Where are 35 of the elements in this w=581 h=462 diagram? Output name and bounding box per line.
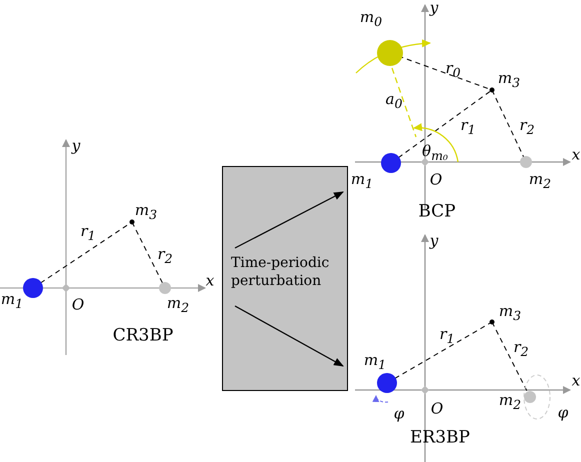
mass-label: m$_{2}$ <box>528 172 552 190</box>
mass-label: m$_{1}$ <box>350 172 374 190</box>
mass-label: m$_{3}$ <box>498 304 522 322</box>
distance-label: r$_{2}$ <box>513 340 529 358</box>
angle-label: φ <box>394 406 404 422</box>
mass-label: m$_{1}$ <box>364 352 386 372</box>
axis-label: x <box>572 374 580 388</box>
origin-label: O <box>430 402 444 416</box>
axis-label: y <box>430 234 438 248</box>
axis-label: y <box>430 0 438 16</box>
perturbation-box <box>222 166 348 391</box>
mass-label: m$_{3}$ <box>498 70 520 90</box>
axis-label: y <box>72 138 80 154</box>
axis-label: x <box>206 274 214 288</box>
mass-label: m$_{2}$ <box>166 296 190 314</box>
mass-label: m$_{1}$ <box>0 292 24 310</box>
model-label: BCP <box>418 204 456 220</box>
angle-label: θ$_{m₀}$ <box>422 144 448 162</box>
distance-label: r$_{0}$ <box>445 60 461 80</box>
mass-label: m$_{3}$ <box>134 202 158 222</box>
distance-label: r$_{1}$ <box>80 224 96 242</box>
distance-label: r$_{2}$ <box>157 246 173 266</box>
origin-label: O <box>72 298 84 312</box>
model-label: CR3BP <box>112 328 174 344</box>
axis-label: x <box>572 148 580 162</box>
box-text: Time-periodic perturbation <box>231 255 330 290</box>
distance-label: a$_{0}$ <box>386 92 402 110</box>
distance-label: r$_{1}$ <box>439 326 455 346</box>
angle-label: φ <box>558 406 568 420</box>
model-label: ER3BP <box>410 430 470 446</box>
origin-label: O <box>430 172 442 188</box>
mass-label: m$_{2}$ <box>498 392 522 412</box>
mass-label: m$_{0}$ <box>360 10 382 28</box>
distance-label: r$_{1}$ <box>460 118 476 136</box>
distance-label: r$_{2}$ <box>519 118 535 136</box>
